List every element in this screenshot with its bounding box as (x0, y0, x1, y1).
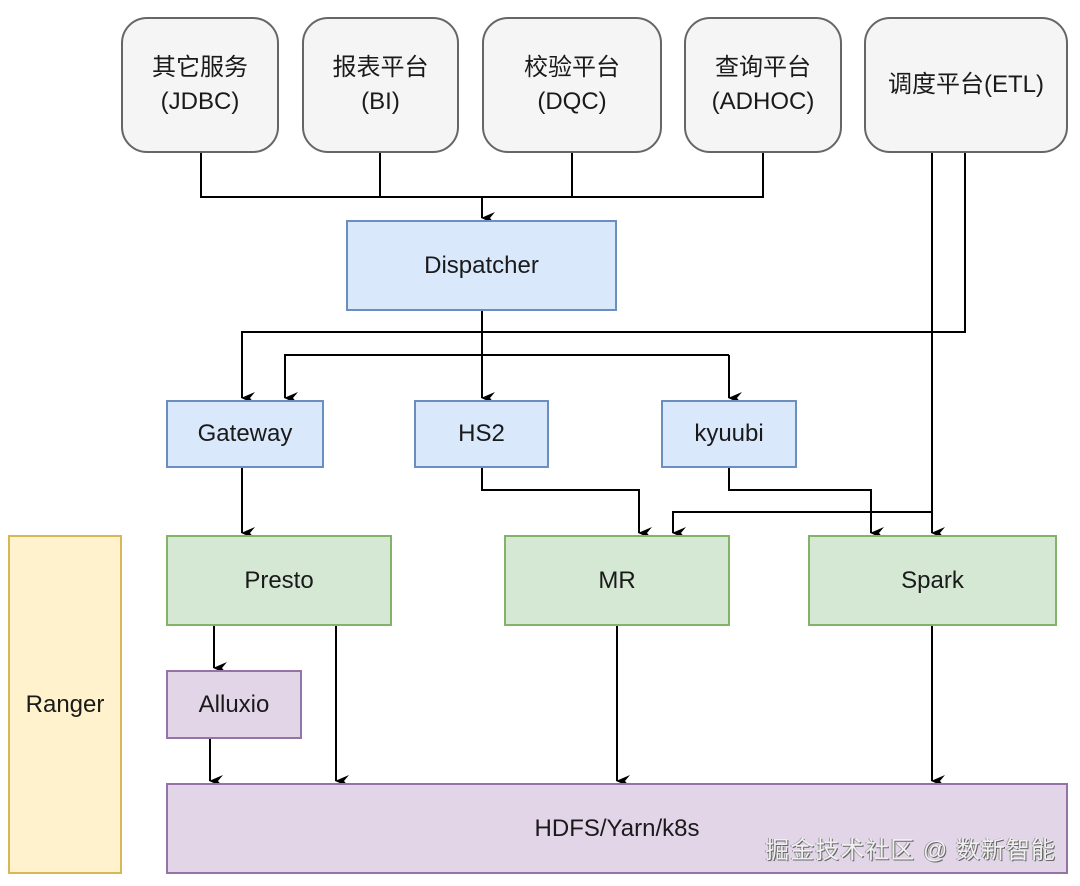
watermark: 掘金技术社区 @ 数新智能 (765, 837, 1056, 864)
node-etl-line1: 调度平台(ETL) (888, 71, 1044, 98)
node-gateway[interactable]: Gateway (166, 400, 324, 468)
node-ranger-label: Ranger (25, 690, 105, 718)
node-spark-label: Spark (901, 566, 964, 594)
node-adhoc-line2: (ADHOC) (711, 88, 815, 115)
node-gateway-label: Gateway (197, 420, 293, 447)
node-presto[interactable]: Presto (166, 535, 392, 626)
node-bi-line1: 报表平台 (332, 54, 429, 81)
node-presto-label: Presto (244, 566, 314, 594)
node-mr-label: MR (598, 566, 636, 594)
node-dqc-line1: 校验平台 (524, 54, 620, 81)
node-mr[interactable]: MR (504, 535, 730, 626)
node-jdbc-line2: (JDBC) (160, 88, 240, 115)
edge-adhoc-dispatcher (482, 153, 764, 198)
node-dispatcher-label: Dispatcher (424, 251, 539, 279)
node-dispatcher[interactable]: Dispatcher (346, 220, 617, 311)
node-jdbc-line1: 其它服务 (152, 54, 248, 81)
node-ranger[interactable]: Ranger (8, 535, 122, 874)
node-etl[interactable]: 调度平台(ETL) (864, 17, 1068, 153)
node-alluxio[interactable]: Alluxio (166, 670, 302, 739)
edge-jdbc-dispatcher (200, 153, 482, 198)
edge-dispatcher-gateway (284, 354, 729, 404)
node-kyuubi[interactable]: kyuubi (661, 400, 797, 468)
node-alluxio-label: Alluxio (198, 690, 270, 718)
edge-kyuubi-spark (728, 468, 884, 539)
node-bi[interactable]: 报表平台 (BI) (302, 17, 459, 153)
node-hs2[interactable]: HS2 (414, 400, 549, 468)
node-adhoc-line1: 查询平台 (715, 54, 811, 81)
node-hs2-label: HS2 (458, 420, 505, 447)
edge-hs2-mr (481, 468, 652, 539)
node-adhoc[interactable]: 查询平台 (ADHOC) (684, 17, 842, 153)
node-bi-line2: (BI) (361, 88, 400, 115)
node-jdbc[interactable]: 其它服务 (JDBC) (121, 17, 279, 153)
node-spark[interactable]: Spark (808, 535, 1057, 626)
node-hdfs-label: HDFS/Yarn/k8s (534, 814, 700, 842)
node-dqc-line2: (DQC) (537, 88, 607, 115)
node-hdfs[interactable]: HDFS/Yarn/k8s (166, 783, 1068, 874)
node-kyuubi-label: kyuubi (694, 420, 764, 447)
node-dqc[interactable]: 校验平台 (DQC) (482, 17, 662, 153)
edge-spark-mr (672, 511, 932, 539)
